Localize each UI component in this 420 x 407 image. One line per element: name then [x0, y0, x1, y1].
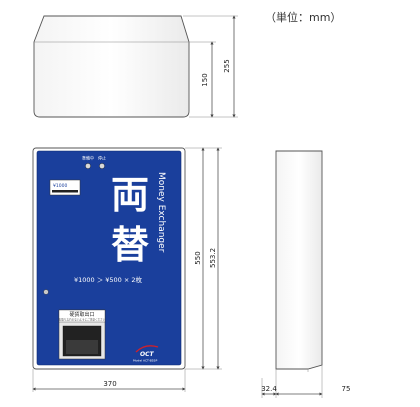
brand-swoosh-icon [135, 345, 159, 353]
title-kanji-2: 替 [111, 223, 149, 267]
dim-255-text: 255 [223, 59, 231, 72]
dim-370-text: 370 [103, 380, 116, 388]
key-lock-icon [43, 289, 49, 295]
side-view: 32.4 75 [261, 150, 351, 398]
title-english: Money Exchanger [156, 172, 166, 253]
coin-outlet-sub: お取り忘れのないようにご注意ください [59, 318, 106, 322]
top-view: 150 255 [33, 15, 238, 118]
side-view-outline [275, 150, 323, 370]
coin-outlet-inner [66, 340, 98, 354]
dim-553-text: 553.2 [209, 248, 217, 268]
title-kanji-1: 両 [111, 173, 149, 217]
dim-550-text: 550 [194, 251, 202, 264]
coin-outlet-label: 硬貨取出口 [69, 311, 94, 318]
dim-150-text: 150 [201, 73, 209, 86]
unit-label: （単位：mm） [265, 11, 342, 24]
brand-logo: OCT [140, 351, 155, 358]
indicator-lamp-right [99, 163, 105, 169]
indicator-label-right: 停止 [98, 155, 106, 161]
model-text: Model ACT-B55P [133, 359, 157, 363]
indicator-label-left: 準備中 [82, 155, 94, 161]
dim-75-text: 75 [342, 385, 351, 393]
bill-slot-label: ¥1000 [53, 183, 67, 189]
top-view-outline [33, 15, 190, 118]
exchange-rate-text: ¥1000 ＞ ¥500 × 2枚 [74, 275, 143, 284]
front-view: 準備中 停止 ¥1000 両 替 Money Exchanger ¥1000 ＞… [32, 147, 222, 392]
bill-insert-slot [52, 190, 78, 193]
indicator-lamp-left [85, 163, 91, 169]
dim-32-text: 32.4 [261, 385, 277, 393]
coin-outlet-label-plate [58, 309, 106, 323]
